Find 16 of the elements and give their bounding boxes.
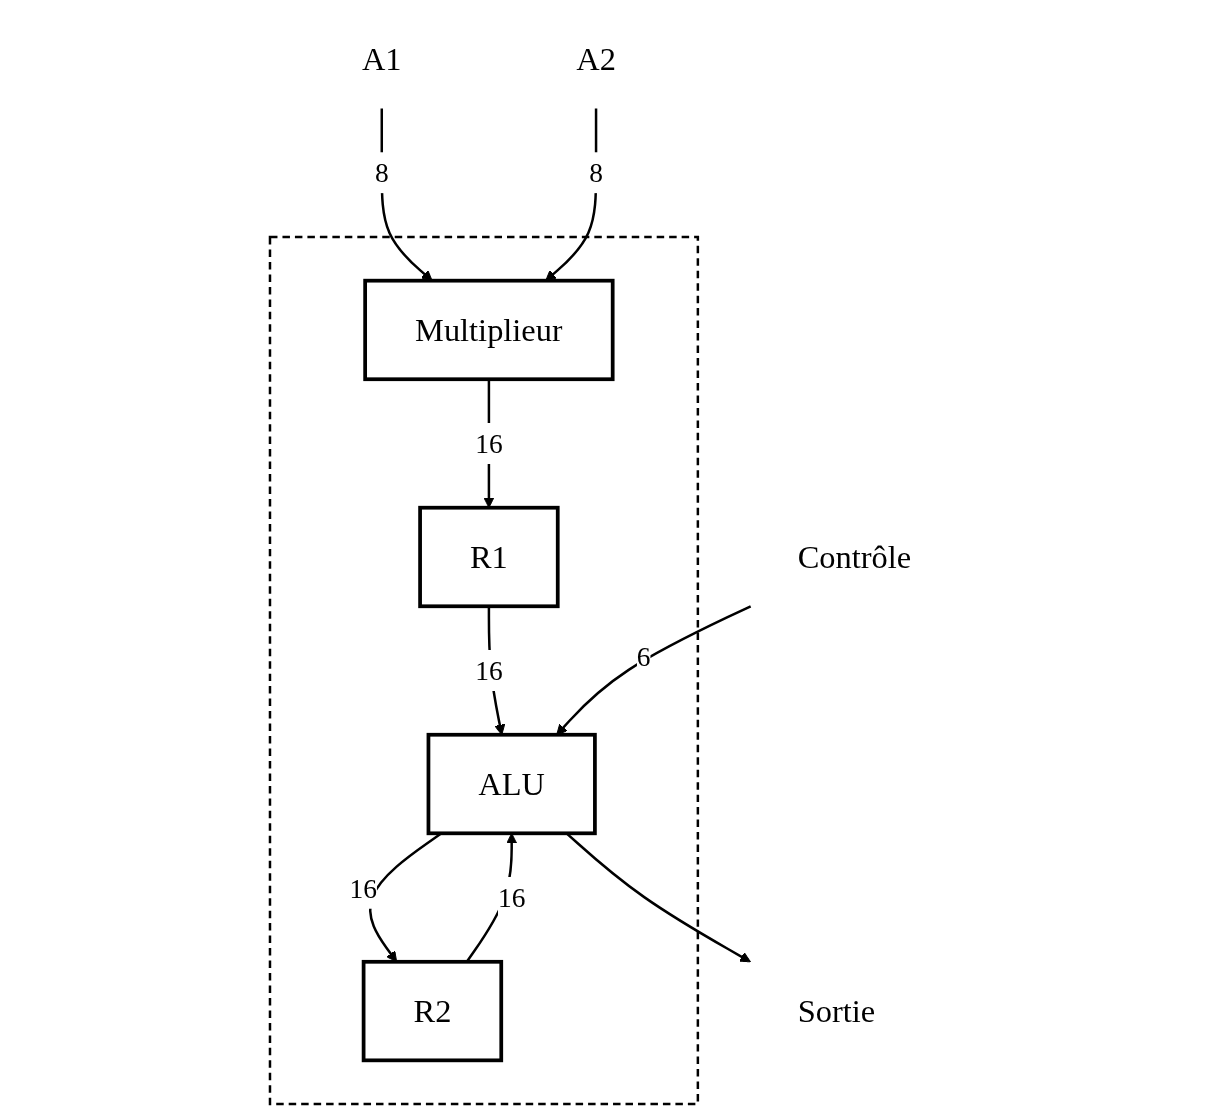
edge-label: 6 (636, 641, 651, 673)
edge-label: 16 (475, 654, 503, 687)
cluster (268, 235, 700, 1106)
edge-label: 16 (497, 881, 526, 914)
edge-label: 8 (374, 157, 389, 189)
edge-label: 16 (349, 872, 377, 904)
node-box: Multiplieur (363, 278, 615, 382)
node-text: A1 (361, 41, 402, 78)
node-text: Sortie (797, 992, 876, 1030)
node-text: A2 (576, 41, 616, 78)
node-box: ALU (426, 732, 597, 836)
node-text: Contrôle (797, 538, 912, 576)
edge-label: 16 (475, 427, 503, 460)
edge-label: 8 (589, 157, 603, 189)
node-box: R1 (418, 505, 560, 609)
node-box: R2 (361, 959, 504, 1063)
